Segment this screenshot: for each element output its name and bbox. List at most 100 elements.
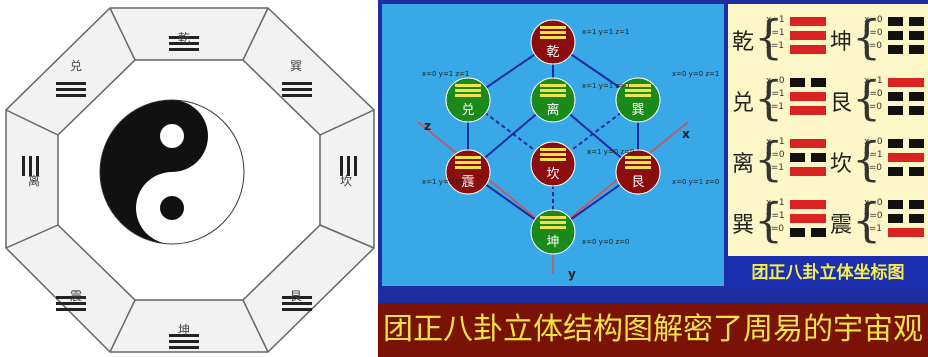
octagon-trigram-bar bbox=[169, 48, 199, 51]
legend-caption: 团正八卦立体坐标图 bbox=[728, 256, 928, 290]
legend-trigram-name: 离 bbox=[732, 152, 755, 177]
trigram-bars-icon bbox=[790, 78, 826, 120]
cube-node: 乾 bbox=[530, 19, 576, 65]
octagon-label-top-left: 兑 bbox=[70, 59, 82, 73]
octagon-trigram-bar bbox=[347, 156, 350, 176]
trigram-bars-icon bbox=[888, 17, 924, 59]
cube-node: 震 bbox=[445, 149, 491, 195]
octagon-trigram-bar bbox=[169, 346, 199, 349]
legend-trigram-name: 艮 bbox=[830, 91, 853, 116]
cube-node: 坤 bbox=[530, 209, 576, 255]
octagon-label-bottom: 坤 bbox=[178, 322, 190, 337]
octagon-trigram-bar bbox=[169, 340, 199, 343]
brace-icon: { bbox=[754, 71, 784, 125]
octagon-trigram-bar bbox=[56, 308, 86, 311]
brace-icon: { bbox=[852, 10, 882, 64]
trigram-bars-icon bbox=[888, 139, 924, 181]
node-coord-tag: x=1 y=1 z=1 bbox=[582, 28, 629, 36]
cube-node-label: 巽 bbox=[631, 103, 644, 118]
octagon-trigram-bar bbox=[169, 36, 199, 39]
legend-trigram-name: 兑 bbox=[732, 91, 755, 116]
cube-node-label: 兑 bbox=[461, 103, 474, 118]
brace-icon: { bbox=[852, 193, 882, 247]
octagon-label-left: 离 bbox=[28, 173, 40, 188]
z-axis-label: z bbox=[424, 119, 431, 133]
legend-trigram-name: 坎 bbox=[830, 152, 853, 177]
octagon-trigram-bar bbox=[56, 296, 86, 299]
node-coord-tag: x=0 y=0 z=0 bbox=[582, 238, 629, 246]
octagon-trigram-bar bbox=[169, 42, 199, 45]
octagon-trigram-bar bbox=[282, 302, 312, 305]
cube-node-label: 坤 bbox=[546, 235, 559, 250]
octagon-label-bottom-left: 震 bbox=[70, 289, 82, 303]
legend-trigram-name: 震 bbox=[830, 213, 853, 238]
cube-node-label: 离 bbox=[546, 102, 559, 118]
trigram-bars-icon bbox=[790, 200, 826, 242]
cube-node: 坎 bbox=[530, 141, 576, 187]
cube-node: 艮 bbox=[615, 149, 661, 195]
octagon-trigram-bar bbox=[282, 308, 312, 311]
cube-node: 离 bbox=[530, 77, 576, 123]
cube-node-label: 乾 bbox=[546, 45, 559, 60]
node-coord-tag: x=1 y=0 z=1 bbox=[422, 178, 469, 186]
octagon-trigram-bar bbox=[282, 88, 312, 91]
trigram-bars-icon bbox=[790, 139, 826, 181]
octagon-label-right: 坎 bbox=[340, 174, 352, 188]
octagon-label-top: 乾 bbox=[178, 31, 190, 45]
cube-node-label: 坎 bbox=[546, 167, 559, 182]
octagon-trigram-bar bbox=[340, 156, 343, 176]
cube-node-label: 震 bbox=[461, 175, 474, 190]
bagua-octagon-figure: 乾 坤 离 坎 兑 艮 巽 震 bbox=[5, 7, 375, 353]
node-coord-tag: x=0 y=0 z=1 bbox=[672, 70, 719, 78]
cube-node: 兑 bbox=[445, 77, 491, 123]
octagon-trigram-bar bbox=[29, 156, 32, 176]
x-axis-label: x bbox=[682, 127, 690, 141]
bagua-octagon-panel: 乾 坤 离 坎 兑 艮 巽 震 bbox=[0, 0, 378, 357]
divider-strip bbox=[378, 290, 928, 303]
yin-yang-icon bbox=[99, 99, 245, 245]
octagon-trigram-bar bbox=[282, 82, 312, 85]
octagon-trigram-bar bbox=[282, 94, 312, 97]
brace-icon: { bbox=[754, 132, 784, 186]
trigram-bars-icon bbox=[790, 17, 826, 59]
octagon-trigram-bar bbox=[22, 156, 25, 176]
cube-node: 巽 bbox=[615, 77, 661, 123]
octagon-trigram-bar bbox=[36, 156, 39, 176]
y-axis-label: y bbox=[568, 267, 576, 281]
brace-icon: { bbox=[754, 193, 784, 247]
node-coord-tag: x=0 y=1 z=0 bbox=[672, 178, 719, 186]
legend-trigram-name: 巽 bbox=[732, 213, 755, 238]
brace-icon: { bbox=[852, 132, 882, 186]
octagon-trigram-bar bbox=[56, 302, 86, 305]
legend-trigram-name: 坤 bbox=[830, 30, 853, 55]
cube-svg: z x y 乾兑离巽震坎艮坤 x=1 y=1 z=1x=0 y=1 z=1x=1… bbox=[417, 19, 719, 281]
octagon-trigram-bar bbox=[56, 82, 86, 85]
octagon-trigram-bar bbox=[56, 88, 86, 91]
cube-node-label: 艮 bbox=[631, 175, 644, 190]
octagon-trigram-bar bbox=[169, 334, 199, 337]
octagon-label-top-right: 巽 bbox=[290, 59, 302, 73]
octagon-label-bottom-right: 艮 bbox=[290, 289, 302, 303]
legend-trigram-name: 乾 bbox=[732, 30, 755, 55]
octagon-trigram-bar bbox=[282, 296, 312, 299]
octagon-trigram-bar bbox=[56, 94, 86, 97]
octagon-trigram-bar bbox=[354, 156, 357, 176]
brace-icon: { bbox=[852, 71, 882, 125]
trigram-bars-icon bbox=[888, 200, 924, 242]
brace-icon: { bbox=[754, 10, 784, 64]
